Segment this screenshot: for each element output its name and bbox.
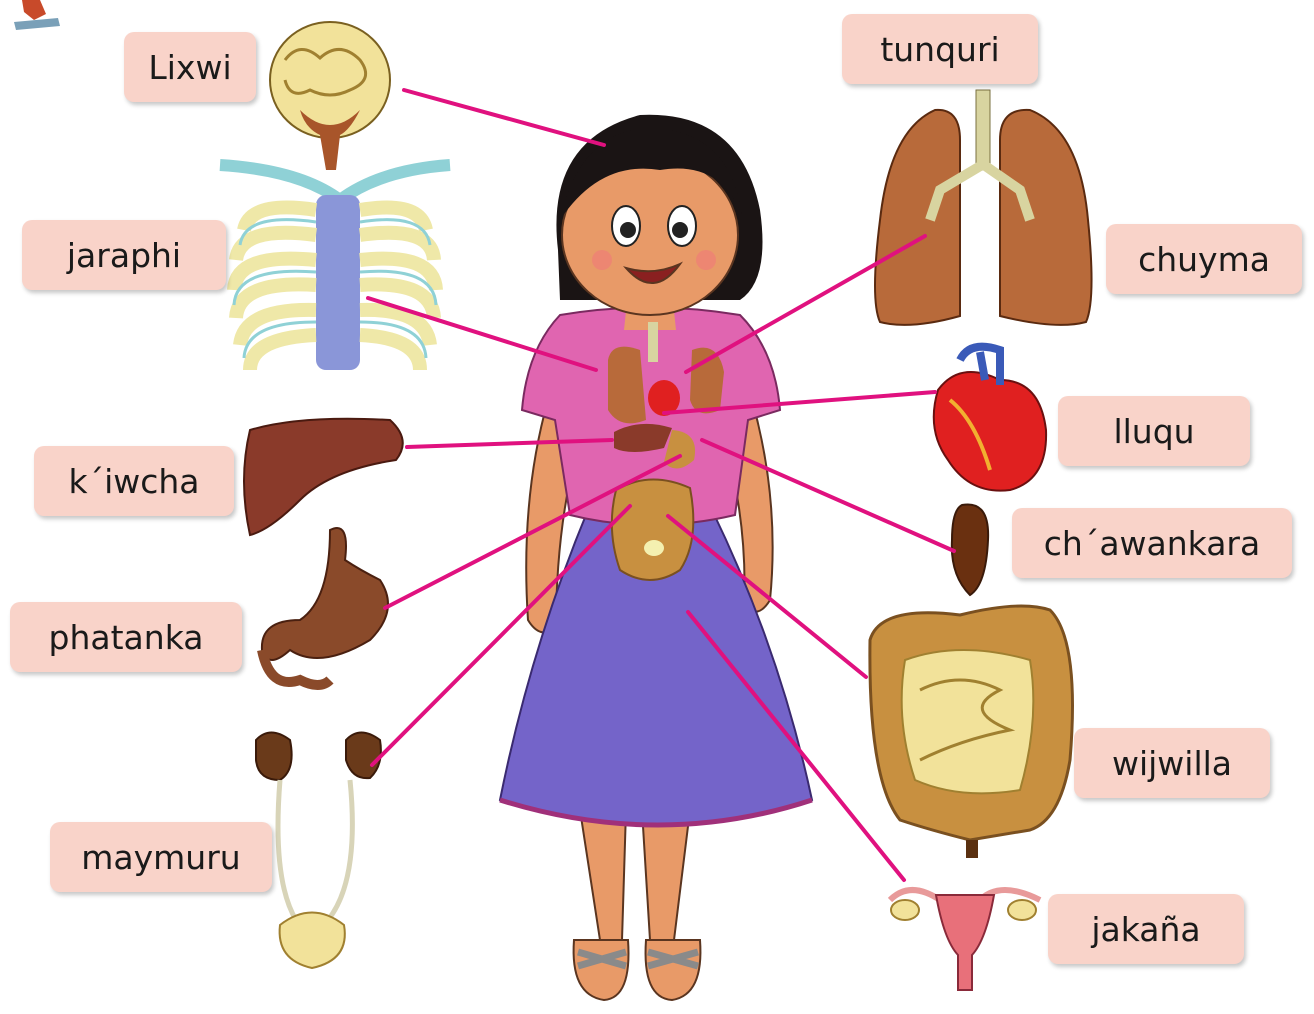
- ribcage-icon: [220, 165, 450, 370]
- kidneys-icon: [256, 733, 381, 969]
- label-uterus: jakaña: [1048, 894, 1244, 964]
- label-brain: Lixwi: [124, 32, 256, 102]
- label-liver: k´iwcha: [34, 446, 234, 516]
- brain-icon: [270, 22, 390, 170]
- label-trachea: tunquri: [842, 14, 1038, 84]
- spleen-icon: [952, 504, 988, 595]
- label-intestines: wijwilla: [1074, 728, 1270, 798]
- stomach-icon: [262, 528, 388, 685]
- corner-figure-icon: [14, 0, 60, 30]
- lungs-icon: [875, 90, 1092, 325]
- label-spleen: ch´awankara: [1012, 508, 1292, 578]
- label-ribs: jaraphi: [22, 220, 226, 290]
- label-lungs: chuyma: [1106, 224, 1302, 294]
- connector-brain: [404, 90, 604, 145]
- label-kidneys: maymuru: [50, 822, 272, 892]
- uterus-icon: [890, 890, 1040, 990]
- label-stomach: phatanka: [10, 602, 242, 672]
- label-heart: lluqu: [1058, 396, 1250, 466]
- intestines-icon: [870, 606, 1073, 858]
- liver-icon: [244, 419, 403, 535]
- heart-icon: [934, 347, 1046, 491]
